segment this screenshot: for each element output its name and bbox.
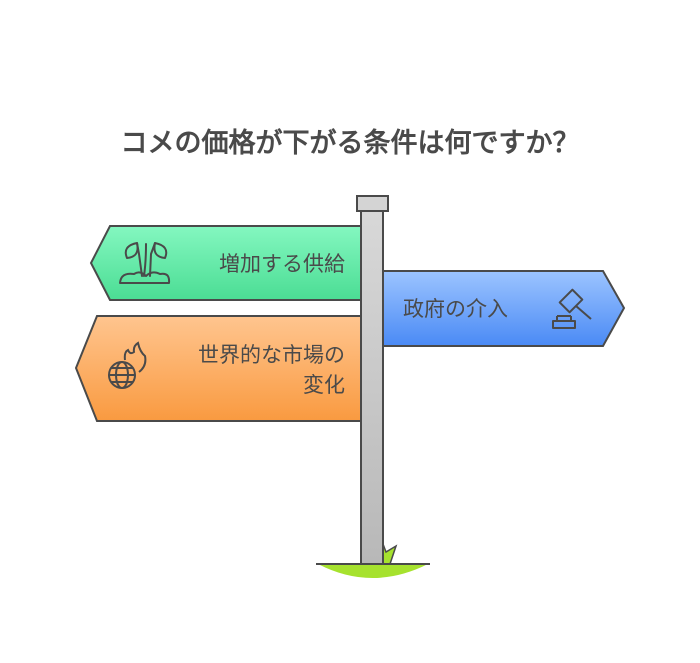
globe-fire-icon: [108, 341, 147, 389]
gavel-icon: [552, 288, 592, 329]
sign-label-line2: 変化: [303, 373, 345, 397]
sprout-icon: [119, 242, 171, 284]
sign-label: 増加する供給: [219, 252, 345, 276]
signpost-cap: [356, 195, 389, 212]
sign-label-line1: 世界的な市場の: [198, 343, 345, 367]
sign-global-market-changes: 世界的な市場の 変化: [74, 315, 362, 422]
sign-government-intervention: 政府の介入: [382, 270, 626, 347]
sign-increased-supply: 増加する供給: [89, 225, 362, 301]
page-title: コメの価格が下がる条件は何ですか？: [121, 127, 580, 159]
sign-label: 政府の介入: [403, 297, 508, 321]
signpost-pole: [360, 209, 384, 565]
